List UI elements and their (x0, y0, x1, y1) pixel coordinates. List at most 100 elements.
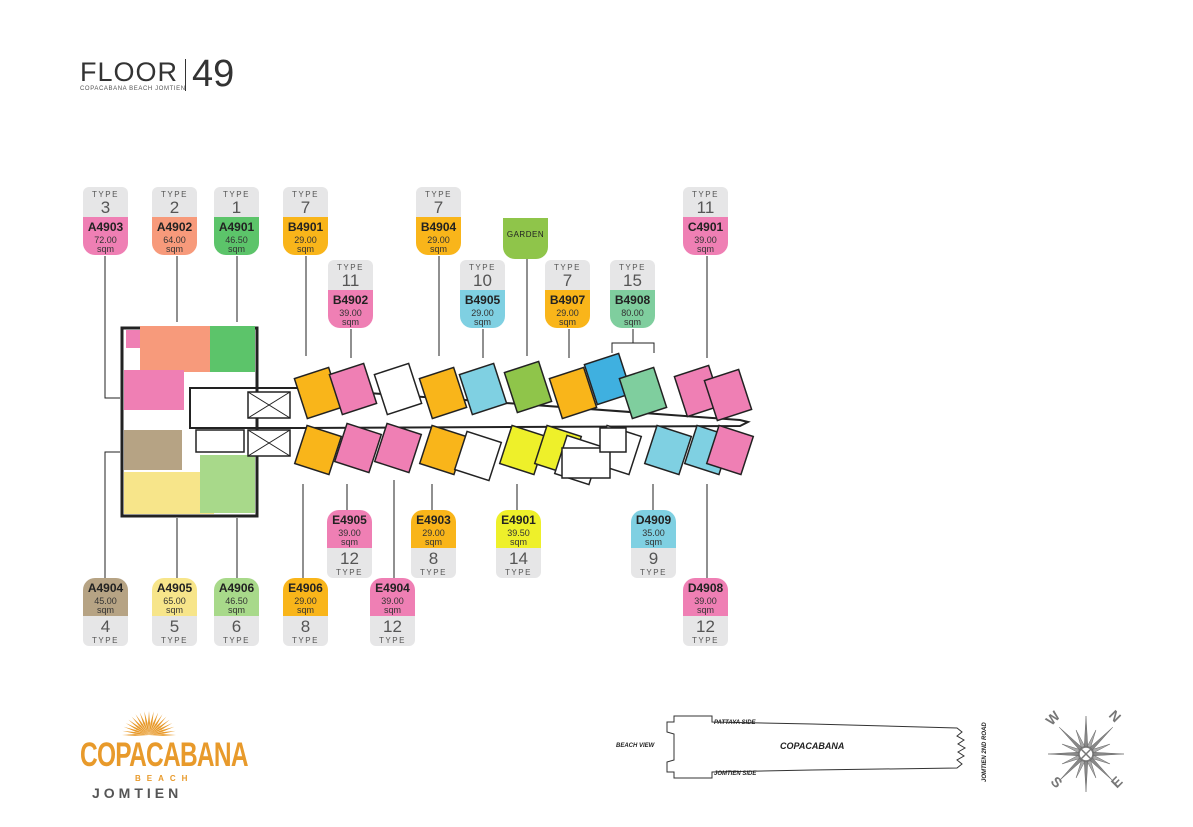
type-word: TYPE (223, 636, 250, 645)
key-map-beach-view: BEACH VIEW (616, 743, 655, 749)
unit-number: E4906 (288, 581, 323, 595)
sun-ray (149, 734, 176, 736)
compass-icon (1047, 715, 1125, 793)
unit-number: D4909 (635, 513, 672, 527)
unit-type-box: TYPE 4 (83, 616, 128, 646)
unit-type-number: 14 (509, 549, 528, 568)
apartment-south-2 (373, 422, 423, 474)
unit-type-number: 8 (428, 549, 439, 568)
type-word: TYPE (692, 636, 719, 645)
unit-type-number: 7 (433, 198, 444, 217)
type-word: TYPE (92, 190, 119, 199)
garden-tag[interactable]: GARDEN (503, 218, 548, 259)
unit-type-number: 11 (696, 198, 715, 217)
unit-number: D4908 (687, 581, 724, 595)
sun-ray (128, 719, 149, 735)
apartment-north-3 (418, 366, 468, 420)
type-word: TYPE (161, 636, 188, 645)
sun-ray (149, 711, 154, 735)
apartment-north-4 (458, 362, 508, 416)
type-word: TYPE (640, 568, 667, 577)
unit-type-box: TYPE 7 (283, 187, 328, 217)
sun-ray (139, 712, 149, 735)
sun-ray (131, 716, 149, 735)
unit-type-box: TYPE 2 (152, 187, 197, 217)
unit-type-number: 3 (100, 198, 111, 217)
unit-number: E4904 (375, 581, 410, 595)
unit-type-box: TYPE 12 (683, 616, 728, 646)
unit-type-number: 11 (341, 271, 360, 290)
unit-number: B4905 (464, 293, 501, 307)
stair-east (599, 427, 627, 453)
compass-point (1061, 755, 1080, 765)
compass-point (1089, 726, 1114, 751)
unit-type-number: 12 (340, 549, 359, 568)
unit-type-number: 15 (623, 271, 642, 290)
unit-number: E4903 (416, 513, 451, 527)
apartment-north-2 (373, 362, 423, 416)
apartment-north-10 (703, 368, 753, 422)
unit-type-box: TYPE 3 (83, 187, 128, 217)
type-word: TYPE (223, 190, 250, 199)
compass-point (1087, 760, 1097, 779)
leader-top-0 (104, 256, 120, 399)
compass-point (1075, 729, 1085, 748)
key-map-road: JOMTIEN 2ND ROAD (982, 722, 988, 782)
sun-ray (149, 723, 173, 735)
lift-cross-4 (247, 429, 291, 457)
unit-type-box: TYPE 11 (328, 260, 373, 290)
leader-b4908 (611, 329, 655, 353)
sun-ray (125, 723, 149, 735)
unit-number: C4901 (687, 220, 724, 234)
leader-bottom-0 (104, 451, 120, 578)
type-word: TYPE (292, 190, 319, 199)
floor-subtitle: COPACABANA BEACH JOMTIEN (80, 86, 186, 92)
unit-type-number: 9 (648, 549, 659, 568)
compass-point (1083, 761, 1089, 793)
compass-point (1075, 760, 1085, 779)
compass-point (1083, 715, 1089, 747)
apartment-a4902 (140, 326, 210, 372)
compass-point (1092, 743, 1111, 753)
unit-type-box: TYPE 11 (683, 187, 728, 217)
unit-number: A4902 (156, 220, 193, 234)
lift-cross-2 (247, 391, 291, 419)
